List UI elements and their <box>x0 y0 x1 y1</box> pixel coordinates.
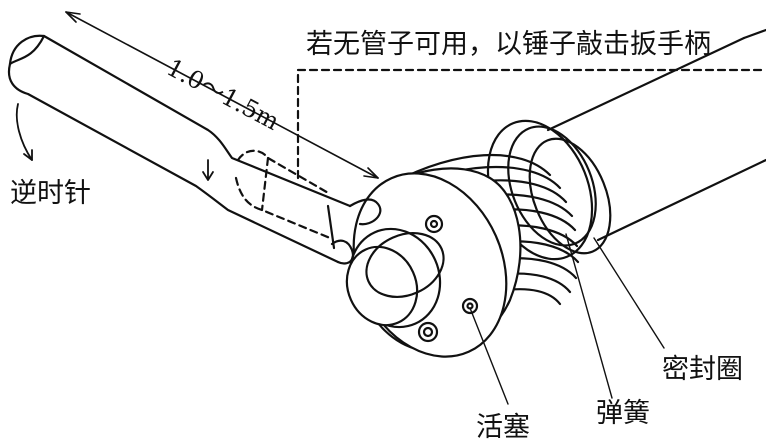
wrench-handle <box>7 34 382 265</box>
piston-label: 活塞 <box>476 412 530 443</box>
piston <box>345 167 522 358</box>
spring-label: 弹簧 <box>596 398 650 429</box>
seal-label: 密封圈 <box>662 354 743 385</box>
pipe-extension <box>234 68 766 240</box>
shaft <box>546 28 766 242</box>
instruction-label: 若无管子可用，以锤子敲击扳手柄 <box>306 29 711 60</box>
leader-lines <box>469 233 665 405</box>
rotation-label: 逆时针 <box>10 178 91 209</box>
down-arrow <box>202 159 214 181</box>
dimension-line <box>65 11 379 179</box>
rotation-arrow <box>15 103 33 161</box>
